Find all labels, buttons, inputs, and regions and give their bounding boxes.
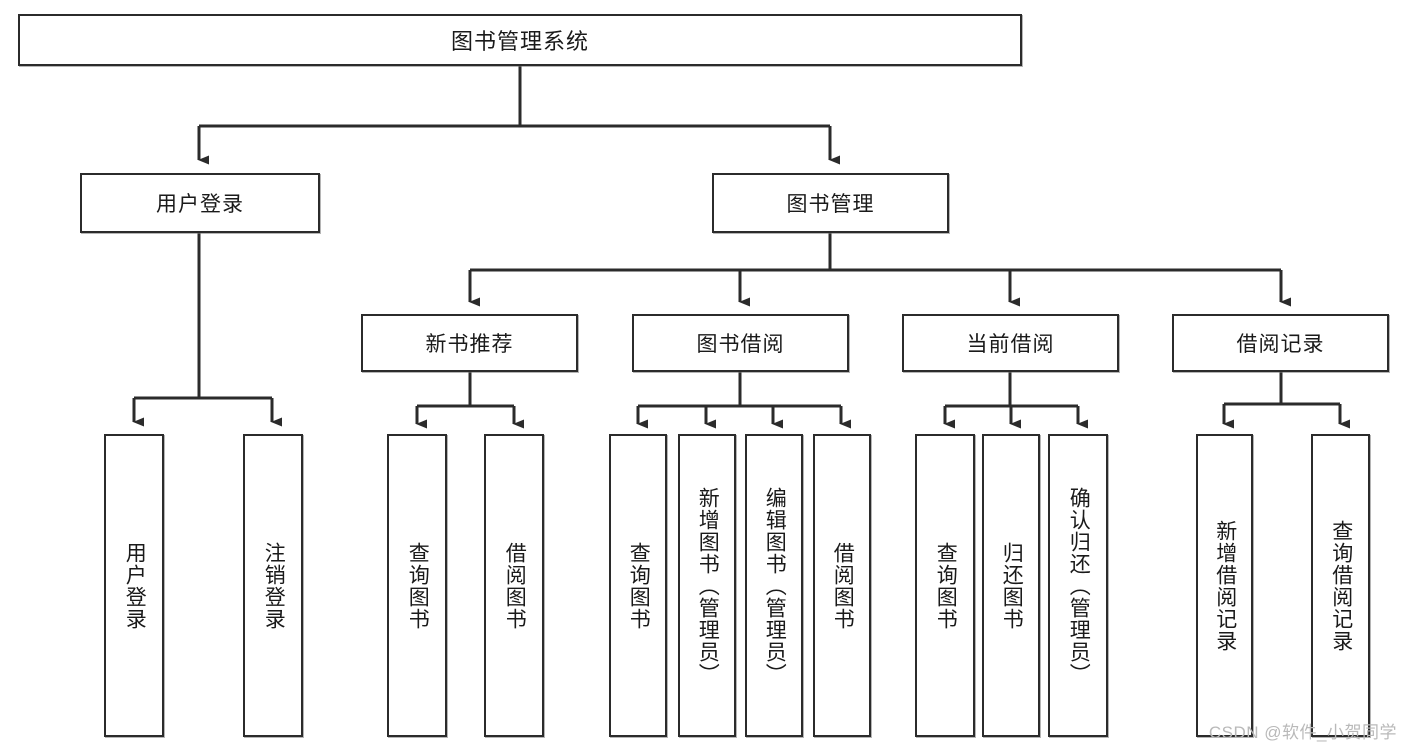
edges-current-borrow [943, 372, 1088, 429]
leaf-add-record-label: 新增借阅记录 [1213, 519, 1237, 652]
edges-user-login [132, 233, 282, 427]
leaf-add-book-label: 新增图书（管理员） [696, 486, 720, 685]
edges-book-manage [468, 233, 1291, 307]
leaf-query-book-2[interactable]: 查询图书 [609, 434, 667, 737]
node-book-manage[interactable]: 图书管理 [712, 173, 949, 233]
node-root[interactable]: 图书管理系统 [18, 14, 1022, 66]
node-user-login[interactable]: 用户登录 [80, 173, 320, 233]
leaf-add-record[interactable]: 新增借阅记录 [1196, 434, 1253, 737]
leaf-confirm-return-label: 确认归还（管理员） [1067, 486, 1091, 685]
leaf-edit-book-label: 编辑图书（管理员） [763, 486, 787, 685]
node-borrow-record-label: 借阅记录 [1236, 333, 1325, 356]
node-book-borrow-label: 图书借阅 [696, 333, 785, 356]
leaf-return-book[interactable]: 归还图书 [982, 434, 1040, 737]
leaf-edit-book[interactable]: 编辑图书（管理员） [745, 434, 803, 737]
leaf-logout-label: 注销登录 [262, 541, 286, 630]
leaf-add-book[interactable]: 新增图书（管理员） [678, 434, 736, 737]
edges-borrow-record [1222, 372, 1350, 429]
leaf-return-book-label: 归还图书 [1000, 541, 1024, 630]
leaf-query-book-3-label: 查询图书 [934, 541, 958, 630]
node-user-login-label: 用户登录 [156, 193, 244, 216]
node-new-book-recommend-label: 新书推荐 [425, 333, 514, 356]
leaf-query-book-1[interactable]: 查询图书 [387, 434, 447, 737]
edges-new-book-recommend [415, 372, 524, 429]
leaf-confirm-return[interactable]: 确认归还（管理员） [1048, 434, 1108, 737]
node-current-borrow[interactable]: 当前借阅 [902, 314, 1119, 372]
leaf-user-login[interactable]: 用户登录 [104, 434, 164, 737]
node-current-borrow-label: 当前借阅 [966, 333, 1055, 356]
node-new-book-recommend[interactable]: 新书推荐 [361, 314, 578, 372]
leaf-borrow-book-1-label: 借阅图书 [503, 541, 527, 630]
node-book-manage-label: 图书管理 [786, 193, 875, 216]
leaf-query-record-label: 查询借阅记录 [1329, 519, 1353, 652]
leaf-logout[interactable]: 注销登录 [243, 434, 303, 737]
edges-root [197, 66, 840, 165]
leaf-query-book-1-label: 查询图书 [406, 541, 430, 630]
leaf-borrow-book-2[interactable]: 借阅图书 [813, 434, 871, 737]
leaf-borrow-book-1[interactable]: 借阅图书 [484, 434, 544, 737]
node-root-label: 图书管理系统 [450, 29, 589, 54]
leaf-query-book-2-label: 查询图书 [627, 541, 651, 630]
leaf-borrow-book-2-label: 借阅图书 [831, 541, 855, 630]
leaf-query-record[interactable]: 查询借阅记录 [1311, 434, 1370, 737]
node-borrow-record[interactable]: 借阅记录 [1172, 314, 1389, 372]
leaf-query-book-3[interactable]: 查询图书 [915, 434, 975, 737]
node-book-borrow[interactable]: 图书借阅 [632, 314, 849, 372]
edges-book-borrow [636, 372, 851, 429]
watermark: CSDN @软件_小贺同学 [1208, 723, 1397, 742]
leaf-user-login-label: 用户登录 [123, 541, 147, 630]
